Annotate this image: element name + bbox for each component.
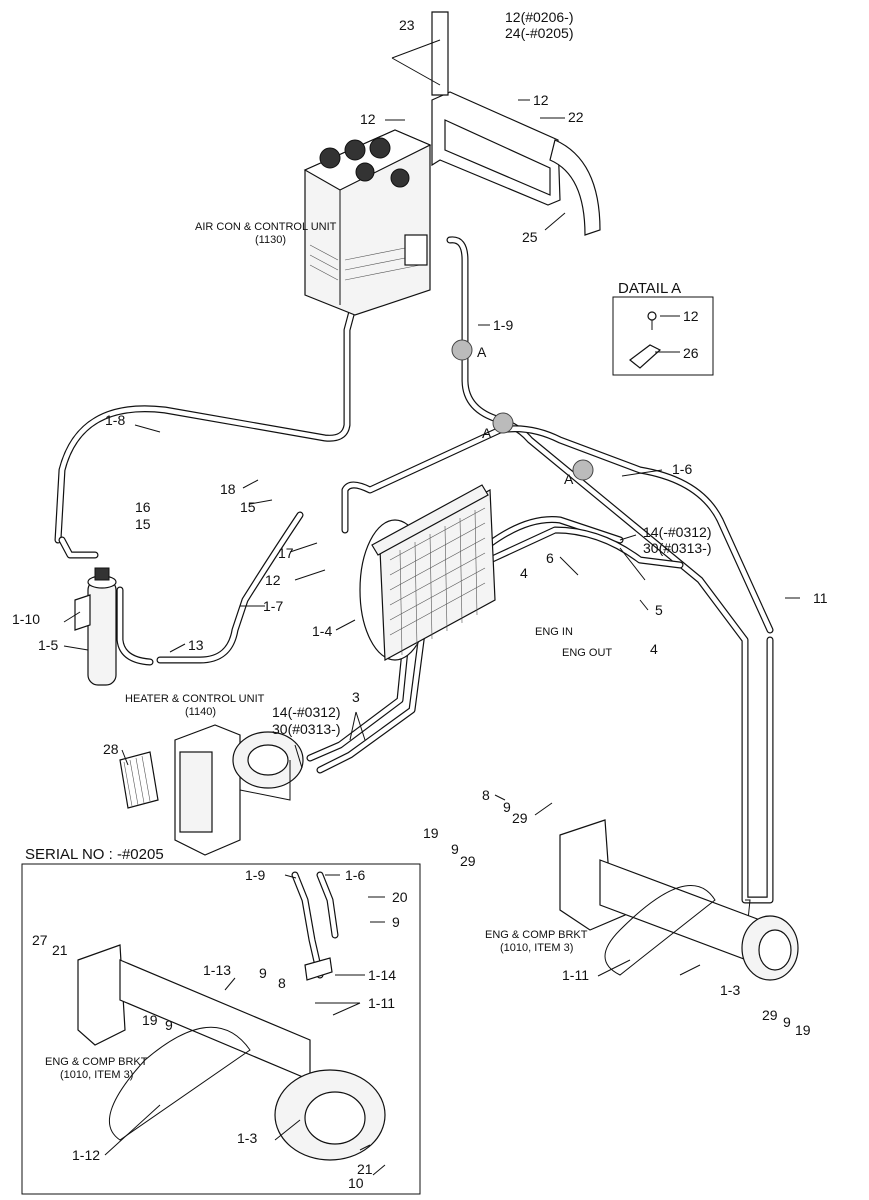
callout-12-a: 12: [360, 111, 376, 127]
callout-15-a: 15: [240, 499, 256, 515]
callout-13: 13: [188, 637, 204, 653]
callout-1-10: 1-10: [12, 611, 40, 627]
marker-a2-label: A: [482, 425, 492, 441]
aircon-title: AIR CON & CONTROL UNIT: [195, 221, 337, 233]
part-callouts: 23 12(#0206-) 24(-#0205) 12 12 22 25 AIR…: [12, 9, 828, 1191]
aircon-control-unit: [303, 129, 432, 316]
inset-callout-9c: 9: [165, 1017, 173, 1033]
inset-callout-27: 27: [32, 932, 48, 948]
brkt-title: ENG & COMP BRKT: [485, 929, 588, 941]
callout-25: 25: [522, 229, 538, 245]
inset-callout-1-14: 1-14: [368, 967, 396, 983]
callout-29-r2: 29: [460, 853, 476, 869]
callout-12-top: 12(#0206-): [505, 9, 574, 25]
callout-4-b: 4: [650, 641, 658, 657]
inset-callout-1-12: 1-12: [72, 1147, 100, 1163]
detail-marker-a3: [572, 459, 594, 481]
inset-callout-1-3: 1-3: [237, 1130, 257, 1146]
callout-24-top: 24(-#0205): [505, 25, 574, 41]
inset-callout-1-13: 1-13: [203, 962, 231, 978]
inset-brkt-code: (1010, ITEM 3): [60, 1069, 133, 1081]
callout-1-9: 1-9: [493, 317, 513, 333]
inset-callout-8: 8: [278, 975, 286, 991]
inset-callout-19: 19: [142, 1012, 158, 1028]
heater-code: (1140): [185, 706, 216, 718]
receiver-drier-1-5: [58, 536, 117, 686]
callout-23: 23: [399, 17, 415, 33]
callout-11: 11: [813, 590, 828, 606]
callout-15-b: 15: [135, 516, 151, 532]
callout-12-b: 12: [533, 92, 549, 108]
inset-callout-1-6: 1-6: [345, 867, 365, 883]
callout-5: 5: [655, 602, 663, 618]
callout-30-low: 30(#0313-): [272, 721, 341, 737]
callout-14-mid: 14(-#0312): [643, 524, 712, 540]
bracket-22: [431, 11, 601, 236]
detail-a-title: DATAIL A: [618, 280, 681, 297]
inset-brkt-title: ENG & COMP BRKT: [45, 1056, 148, 1068]
detail-marker-a1: [451, 339, 473, 361]
inset-serial-box: [21, 863, 421, 1195]
serial-title: SERIAL NO : -#0205: [25, 846, 164, 863]
inset-callout-10: 10: [348, 1175, 364, 1191]
callout-18: 18: [220, 481, 236, 497]
eng-out-label: ENG OUT: [562, 647, 612, 659]
callout-29-r1: 29: [512, 810, 528, 826]
aircon-code: (1130): [255, 234, 286, 246]
inset-callout-21b: 21: [357, 1161, 373, 1177]
inset-callout-1-9: 1-9: [245, 867, 265, 883]
detail-markers: [451, 339, 594, 481]
callout-1-3: 1-3: [720, 982, 740, 998]
compressor-1-3: [559, 819, 799, 981]
inset-callout-9a: 9: [392, 914, 400, 930]
callout-9-r1: 9: [503, 799, 511, 815]
callout-6: 6: [546, 550, 554, 566]
callout-9-r2: 9: [451, 841, 459, 857]
detail-a-box: [612, 296, 714, 376]
callout-30-mid: 30(#0313-): [643, 540, 712, 556]
callout-1-7: 1-7: [263, 598, 283, 614]
callout-17: 17: [278, 545, 294, 561]
brkt-code: (1010, ITEM 3): [500, 942, 573, 954]
eng-in-label: ENG IN: [535, 626, 573, 638]
callout-1-4: 1-4: [312, 623, 332, 639]
heater-title: HEATER & CONTROL UNIT: [125, 693, 265, 705]
leader-lines: [63, 39, 800, 1176]
inset-callout-21a: 21: [52, 942, 68, 958]
condenser-1-4: [359, 484, 496, 661]
callout-12-c: 12: [265, 572, 281, 588]
callout-3: 3: [352, 689, 360, 705]
detail-marker-a2: [492, 412, 514, 434]
detail-callout-26: 26: [683, 345, 699, 361]
callout-4-a: 4: [520, 565, 528, 581]
callout-1-6: 1-6: [672, 461, 692, 477]
inset-callout-9b: 9: [259, 965, 267, 981]
callout-19-r: 19: [423, 825, 439, 841]
callout-1-8: 1-8: [105, 412, 125, 428]
callout-1-11: 1-11: [562, 967, 589, 983]
marker-a1-label: A: [477, 344, 487, 360]
callout-16: 16: [135, 499, 151, 515]
filter-28: [119, 751, 159, 809]
callout-1-5: 1-5: [38, 637, 58, 653]
callout-14-low: 14(-#0312): [272, 704, 341, 720]
inset-callout-1-11: 1-11: [368, 995, 395, 1011]
heater-control-unit: [174, 724, 304, 856]
callout-8-r: 8: [482, 787, 490, 803]
callout-22: 22: [568, 109, 584, 125]
callout-9-b: 9: [783, 1014, 791, 1030]
callout-28: 28: [103, 741, 119, 757]
callout-29-b: 29: [762, 1007, 778, 1023]
inset-callout-20: 20: [392, 889, 408, 905]
detail-callout-12: 12: [683, 308, 699, 324]
callout-19-b: 19: [795, 1022, 811, 1038]
marker-a3-label: A: [564, 471, 574, 487]
